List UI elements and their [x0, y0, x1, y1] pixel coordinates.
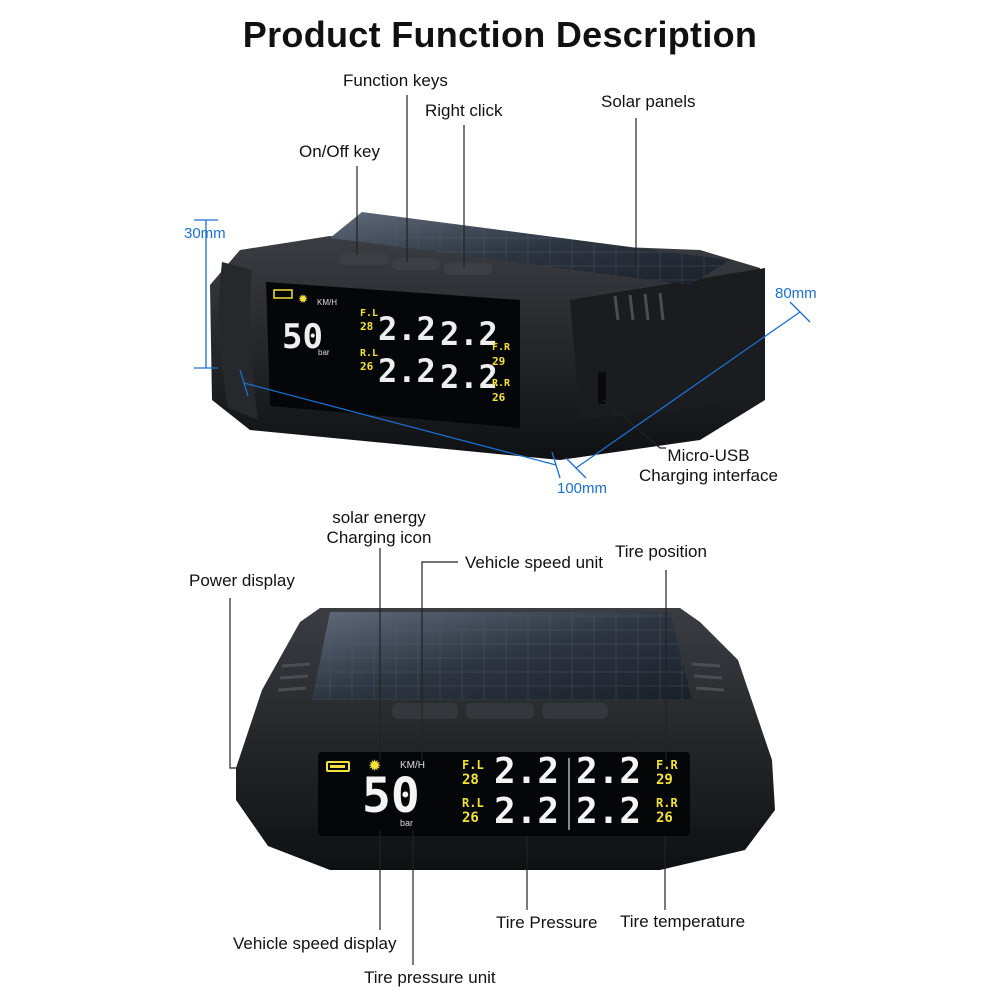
label-on-off-key: On/Off key [299, 142, 380, 161]
label-solar-icon: solar energy Charging icon [318, 508, 440, 548]
svg-text:2.2: 2.2 [440, 358, 498, 396]
top-vents [613, 292, 665, 321]
dimension-depth: 80mm [775, 285, 817, 302]
label-micro-usb-line2: Charging interface [639, 466, 778, 485]
label-solar-panels: Solar panels [601, 92, 696, 111]
svg-text:50: 50 [282, 317, 323, 357]
label-tire-temperature: Tire temperature [620, 912, 746, 931]
label-micro-usb: Micro-USB Charging interface [636, 446, 781, 486]
fr-pressure: 2.2 [576, 751, 642, 792]
svg-text:R.R: R.R [492, 378, 511, 389]
rr-label: R.R [656, 796, 678, 810]
dimension-lines [194, 219, 811, 479]
label-right-click: Right click [425, 101, 503, 120]
label-pressure-unit: Tire pressure unit [364, 968, 496, 987]
page-title: Product Function Description [242, 14, 758, 55]
fl-temp: 28 [462, 772, 479, 788]
bottom-function-keys [392, 703, 608, 719]
svg-text:bar: bar [318, 348, 330, 357]
top-screen-content: ✹ KM/H 50 bar F.L 28 R.L 26 2.2 2.2 2.2 … [273, 289, 511, 404]
svg-text:29: 29 [492, 355, 505, 368]
speed-unit: KM/H [400, 760, 425, 771]
pressure-unit: bar [400, 818, 414, 828]
label-tire-pressure: Tire Pressure [496, 913, 598, 932]
solar-charging-icon: ✹ [368, 758, 382, 775]
top-callout-lines [356, 95, 666, 449]
top-device: ✹ KM/H 50 bar F.L 28 R.L 26 2.2 2.2 2.2 … [210, 212, 765, 460]
top-solar-panel [330, 212, 730, 285]
pressure-divider [568, 758, 570, 830]
svg-text:R.L: R.L [360, 348, 378, 359]
dimension-height: 30mm [184, 225, 226, 242]
bottom-vents [277, 662, 725, 692]
bottom-screen [318, 752, 690, 836]
fr-temp: 29 [656, 772, 673, 788]
svg-text:2.2: 2.2 [440, 315, 498, 353]
fr-label: F.R [656, 758, 678, 772]
svg-text:26: 26 [492, 391, 506, 404]
label-function-keys: Function keys [343, 71, 448, 90]
label-solar-icon-line2: Charging icon [326, 528, 432, 547]
svg-text:F.R: F.R [492, 342, 511, 353]
svg-text:F.L: F.L [360, 308, 378, 319]
svg-text:2.2: 2.2 [378, 310, 436, 348]
bottom-device [236, 608, 775, 870]
svg-text:✹: ✹ [298, 292, 308, 306]
label-power-display: Power display [189, 571, 295, 590]
fl-pressure: 2.2 [494, 751, 560, 792]
label-micro-usb-line1: Micro-USB [667, 446, 750, 465]
bottom-lcd: ✹ KM/H 50 bar F.L 28 R.L 26 2.2 2.2 2.2 … [318, 752, 690, 836]
rr-pressure: 2.2 [576, 791, 642, 832]
rr-temp: 26 [656, 810, 673, 826]
label-speed-unit: Vehicle speed unit [465, 553, 603, 572]
bottom-callout-lines [229, 548, 667, 965]
top-function-keys [340, 253, 492, 275]
rl-pressure: 2.2 [494, 791, 560, 832]
dimension-width: 100mm [557, 480, 608, 497]
svg-text:KM/H: KM/H [317, 298, 337, 307]
fl-label: F.L [462, 758, 484, 772]
rl-label: R.L [462, 796, 484, 810]
speed-value: 50 [362, 768, 420, 824]
svg-text:2.2: 2.2 [378, 352, 436, 390]
bottom-solar-panel [312, 612, 692, 700]
svg-text:26: 26 [360, 360, 374, 373]
top-screen [266, 282, 520, 428]
svg-text:28: 28 [360, 320, 373, 333]
battery-icon [326, 761, 350, 772]
label-solar-icon-line1: solar energy [332, 508, 426, 527]
label-tire-position: Tire position [615, 542, 707, 561]
label-speed-display: Vehicle speed display [233, 934, 397, 953]
rl-temp: 26 [462, 810, 479, 826]
top-usb-port [598, 372, 606, 404]
